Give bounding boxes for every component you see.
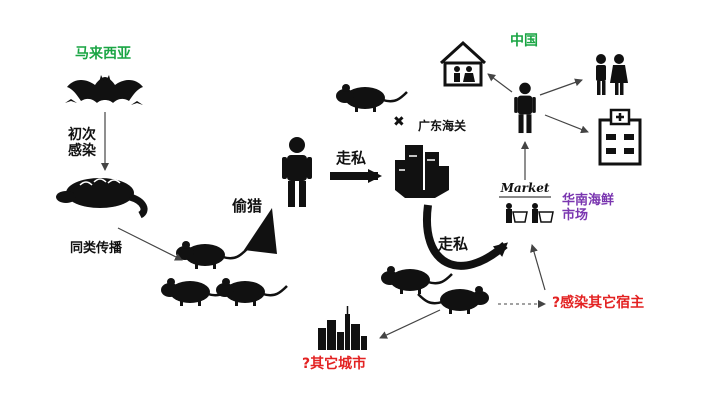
cross-mark: ✖: [393, 114, 405, 130]
hospital-icon: [598, 108, 642, 166]
bat-icon: [65, 75, 143, 105]
label-same-species-spread: 同类传播: [70, 241, 123, 256]
label-malaysia: 马来西亚: [75, 46, 131, 62]
arrow-pangolin-to-rats: [117, 227, 183, 261]
arrow-customs-to-market: [422, 204, 508, 270]
label-huanan-market: 华南海鲜 市场: [562, 193, 615, 224]
market-icon: Market: [499, 181, 554, 223]
couple-icon: [596, 54, 628, 95]
arrow-rat-to-other-cities: [379, 309, 441, 339]
label-initial-infection-line2: 感染: [68, 143, 96, 160]
label-smuggling-bottom: 走私: [438, 235, 469, 253]
question-mark-icon: ?: [552, 295, 561, 311]
arrow-person-to-couple: [539, 78, 583, 96]
rat-icon: [214, 276, 289, 308]
arrow-person-to-house: [487, 73, 513, 93]
label-huanan-line2: 市场: [562, 207, 589, 223]
rat-icon: [379, 264, 454, 296]
person-icon: [282, 137, 312, 207]
label-other-hosts: ?感染其它宿主: [552, 295, 644, 311]
label-huanan-line1: 华南海鲜: [562, 193, 615, 208]
house-family-icon: [439, 40, 487, 87]
person-icon: [514, 82, 536, 134]
rat-icon: [174, 239, 249, 271]
label-other-cities: ?其它城市: [302, 356, 366, 372]
arrow-person-to-hospital: [544, 114, 589, 134]
label-other-hosts-text: 感染其它宿主: [560, 295, 645, 311]
label-initial-infection-line1: 初次: [68, 127, 96, 143]
rat-icon: [416, 284, 491, 316]
label-china: 中国: [510, 33, 538, 49]
arrow-hosts-to-market: [530, 244, 546, 291]
label-other-cities-text: 其它城市: [310, 356, 367, 372]
rat-icon: [334, 82, 409, 114]
customs-building-icon: [395, 145, 449, 198]
question-mark-icon: ?: [302, 356, 311, 372]
label-initial-infection: 初次 感染: [68, 127, 96, 159]
label-smuggling-top: 走私: [336, 149, 367, 167]
label-poaching: 偷猎: [232, 197, 263, 215]
label-guangdong-customs: 广东海关: [418, 119, 467, 133]
market-sign: Market: [500, 181, 550, 195]
poaching-triangle-icon: [244, 208, 277, 254]
city-skyline-icon: [318, 306, 367, 350]
pangolin-icon: [56, 178, 148, 219]
